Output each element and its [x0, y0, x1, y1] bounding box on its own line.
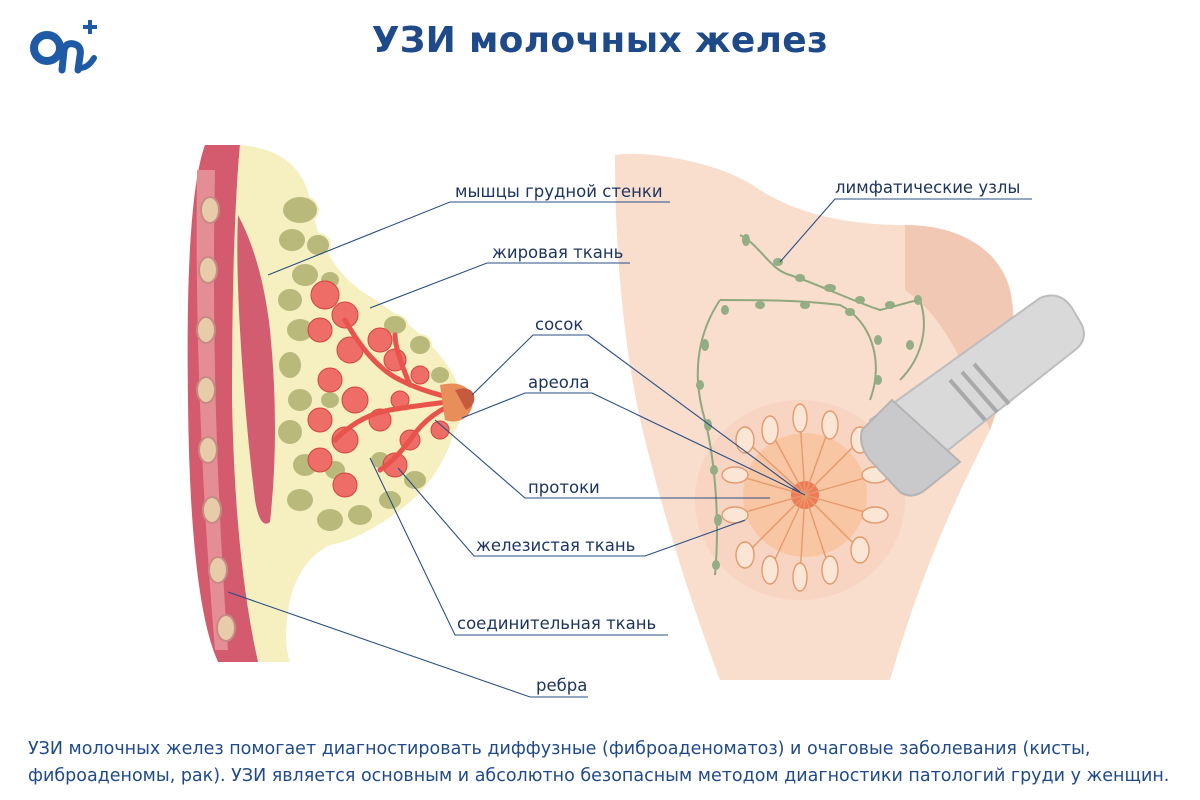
- nipple-shape: [455, 388, 475, 410]
- leader-connective: [369, 457, 668, 636]
- leader-areola: [461, 392, 592, 419]
- leader-lines: [227, 198, 1032, 698]
- o-plus-logo-icon: [30, 20, 97, 74]
- ribs-layer: [196, 170, 228, 650]
- lymph-nodes: [696, 234, 922, 570]
- label-fat-tissue: жировая ткань: [492, 243, 624, 262]
- leader-glandular-right: [644, 519, 746, 557]
- fat-lobules: [276, 195, 451, 533]
- leader-chest-muscles: [267, 201, 670, 276]
- label-connective-tissue: соединительная ткань: [457, 614, 657, 633]
- leader-nipple: [471, 334, 588, 396]
- leader-glandular: [397, 467, 645, 557]
- pectoral-muscle: [237, 215, 275, 524]
- leader-ribs: [227, 591, 588, 698]
- leader-lymph: [779, 198, 1032, 263]
- label-glandular-tissue: железистая ткань: [476, 536, 636, 555]
- caption-text: УЗИ молочных желез помогает диагностиров…: [28, 739, 1170, 786]
- label-chest-muscles: мышцы грудной стенки: [455, 182, 663, 201]
- leader-ducts: [434, 419, 605, 499]
- label-ribs: ребра: [536, 676, 588, 695]
- label-nipple: сосок: [535, 315, 584, 334]
- breast-cross-section: [187, 145, 475, 662]
- label-ducts: протоки: [528, 478, 600, 497]
- label-areola: ареола: [528, 373, 590, 392]
- rib-bones: [196, 196, 236, 642]
- ultrasound-probe-icon: [860, 294, 1085, 497]
- label-lymph-nodes: лимфатические узлы: [835, 178, 1021, 197]
- page-title: УЗИ молочных желез: [371, 20, 829, 61]
- torso-illustration: [615, 153, 1085, 681]
- leader-areola-right: [591, 392, 806, 496]
- leader-nipple-right: [587, 334, 801, 493]
- leader-fat-tissue: [369, 262, 630, 309]
